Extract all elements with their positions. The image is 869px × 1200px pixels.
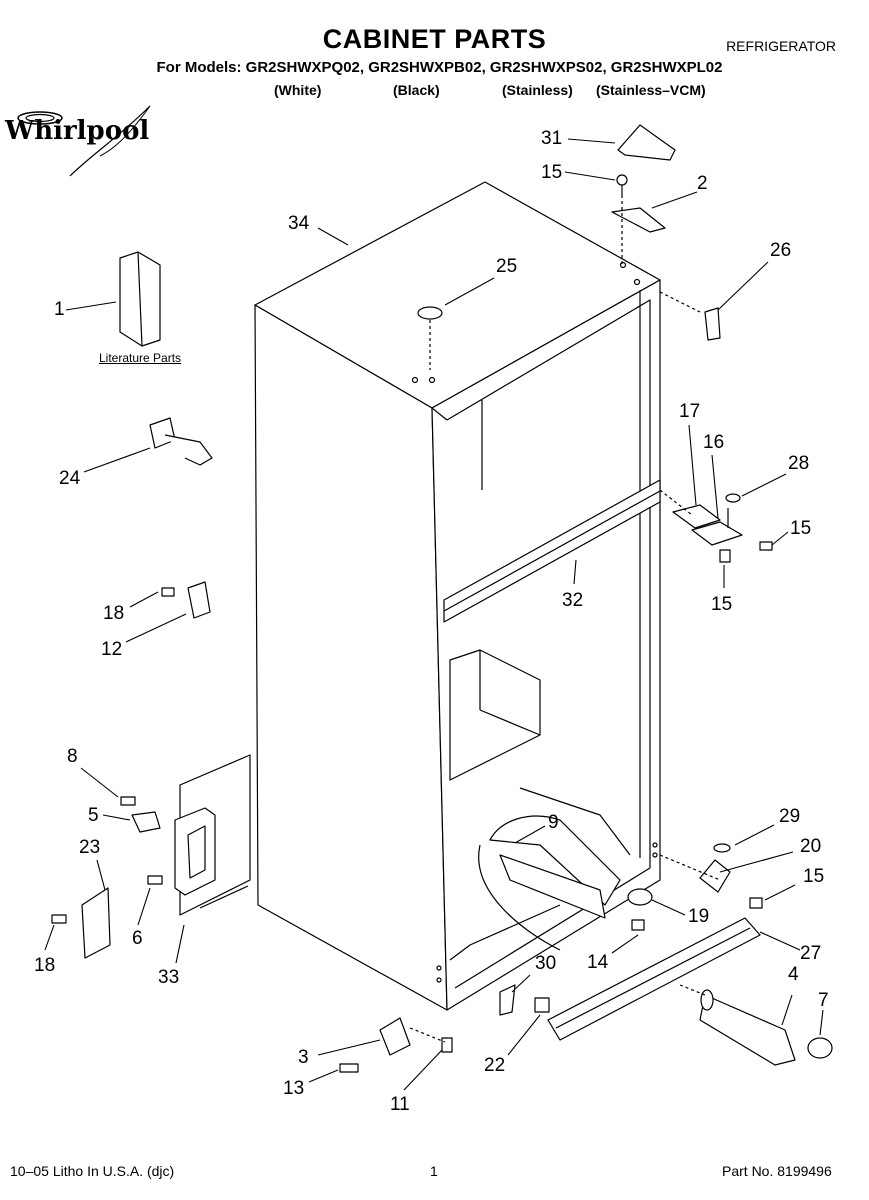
- callout-15: 15: [711, 594, 733, 615]
- page-title: CABINET PARTS: [322, 24, 547, 54]
- page-number: 1: [430, 1163, 438, 1179]
- top-cap: [617, 124, 676, 161]
- callout-13: 13: [283, 1078, 305, 1099]
- callout-12: 12: [101, 639, 123, 660]
- callout-7: 7: [818, 990, 829, 1011]
- callout-18: 18: [34, 955, 56, 976]
- callout-20: 20: [800, 836, 822, 857]
- callout-9: 9: [548, 812, 559, 833]
- variant-black: (Black): [393, 82, 440, 98]
- callout-22: 22: [484, 1055, 506, 1076]
- callout-29: 29: [779, 806, 801, 827]
- callout-1: 1: [54, 299, 65, 320]
- callout-33: 33: [158, 967, 180, 988]
- callout-14: 14: [587, 952, 609, 973]
- literature-parts-label: Literature Parts: [99, 351, 182, 365]
- callout-2: 2: [697, 173, 708, 194]
- appliance-category: REFRIGERATOR: [726, 38, 836, 54]
- part-number: Part No. 8199496: [722, 1163, 832, 1179]
- callout-23: 23: [79, 837, 101, 858]
- callout-25: 25: [496, 256, 518, 277]
- whirlpool-logo-swirl-icon: [17, 105, 151, 177]
- callout-15: 15: [803, 866, 825, 887]
- callout-30: 30: [535, 953, 557, 974]
- callout-16: 16: [703, 432, 725, 453]
- callout-15: 15: [790, 518, 812, 539]
- variant-stainless: (Stainless): [502, 82, 573, 98]
- callout-32: 32: [562, 590, 584, 611]
- callout-26: 26: [770, 240, 792, 261]
- callout-8: 8: [67, 746, 78, 767]
- callout-31: 31: [541, 128, 563, 149]
- models-line: For Models: GR2SHWXPQ02, GR2SHWXPB02, GR…: [156, 59, 723, 76]
- whirlpool-logo: Whirlpool: [5, 116, 150, 146]
- callout-6: 6: [132, 928, 143, 949]
- callout-24: 24: [59, 468, 81, 489]
- callout-34: 34: [288, 213, 310, 234]
- callout-5: 5: [88, 805, 99, 826]
- callout-18: 18: [103, 603, 125, 624]
- callout-11: 11: [390, 1094, 410, 1115]
- callout-27: 27: [800, 943, 822, 964]
- footer-print-info: 10–05 Litho In U.S.A. (djc): [10, 1163, 175, 1179]
- cabinet-shell: [179, 181, 661, 1011]
- variant-white: (White): [274, 82, 322, 98]
- callout-19: 19: [688, 906, 710, 927]
- callout-28: 28: [788, 453, 810, 474]
- variant-stainless-vcm: (Stainless–VCM): [596, 82, 706, 98]
- callout-17: 17: [679, 401, 701, 422]
- callout-4: 4: [788, 964, 799, 985]
- callout-15: 15: [541, 162, 563, 183]
- callout-3: 3: [298, 1047, 309, 1068]
